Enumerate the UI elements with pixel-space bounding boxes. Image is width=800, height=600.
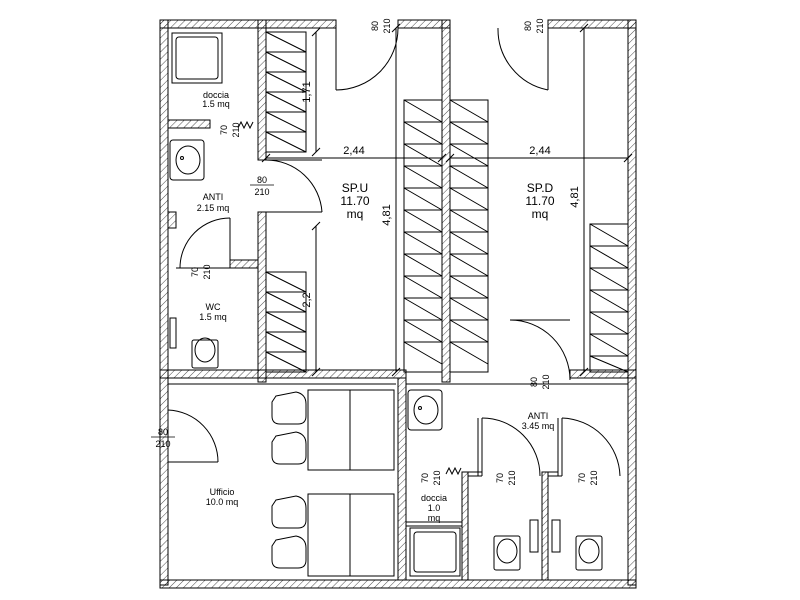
dim-spd-height: 4,81 — [569, 186, 581, 207]
door-label-height: 210 — [382, 18, 392, 33]
room-area-spu: 11.70 — [340, 194, 369, 208]
door-label-width: 80 — [529, 377, 539, 387]
room-area-spd: 11.70 — [525, 194, 554, 208]
door-label-height: 210 — [589, 470, 599, 485]
room-unit-doccia-bottom: mq — [428, 513, 441, 523]
shower-tray-bottom — [409, 527, 461, 577]
partitions — [168, 267, 629, 527]
dim-spd-width: 2,44 — [529, 145, 550, 157]
door-label-height: 210 — [231, 122, 241, 137]
door-label-height: 210 — [541, 374, 551, 389]
room-area-doccia-bottom: 1.0 — [428, 503, 441, 513]
door-label-width: 80 — [370, 21, 380, 31]
door-label-width: 80 — [523, 21, 533, 31]
door-label-height: 210 — [535, 18, 545, 33]
door-label-height: 210 — [155, 439, 170, 449]
door-label-width: 70 — [577, 473, 587, 483]
door-labels: 80 210 80 210 70 210 80 210 70 210 80 21… — [151, 18, 599, 486]
room-name-doccia-top: doccia — [203, 90, 229, 100]
room-area-ufficio: 10.0 mq — [206, 497, 239, 507]
sink-left — [169, 139, 205, 181]
door-label-width: 70 — [495, 473, 505, 483]
room-name-spd: SP.D — [527, 181, 554, 195]
desk-2 — [307, 493, 395, 577]
room-area-doccia-top: 1.5 mq — [202, 99, 230, 109]
dim-locker-top: 1,71 — [301, 81, 313, 102]
lockers — [265, 31, 629, 373]
room-name-ufficio: Ufficio — [210, 487, 235, 497]
door-label-height: 210 — [432, 470, 442, 485]
room-name-doccia-bottom: doccia — [421, 493, 447, 503]
toilet-right-2 — [575, 535, 603, 571]
dim-locker-bottom: 2,2 — [301, 292, 313, 307]
toilet-wc — [191, 339, 219, 369]
door-label-height: 210 — [202, 264, 212, 279]
door-label-width: 70 — [190, 267, 200, 277]
room-unit-spd: mq — [532, 207, 549, 221]
dimension-lines — [261, 23, 633, 377]
door-label-width: 80 — [257, 175, 267, 185]
dim-spu-width: 2,44 — [343, 145, 364, 157]
room-area-anti-left: 2.15 mq — [197, 203, 230, 213]
door-label-height: 210 — [254, 187, 269, 197]
room-area-wc: 1.5 mq — [199, 312, 227, 322]
door-label-width: 70 — [420, 473, 430, 483]
desk-1 — [307, 389, 395, 471]
room-labels: doccia 1.5 mq ANTI 2.15 mq WC 1.5 mq SP.… — [197, 90, 555, 523]
dimension-labels: 2,44 2,44 4,81 4,81 1,71 2,2 — [301, 81, 581, 307]
room-name-anti-left: ANTI — [203, 192, 224, 202]
room-area-anti-right: 3.45 mq — [522, 421, 555, 431]
office-furniture — [271, 389, 395, 577]
room-name-spu: SP.U — [342, 181, 368, 195]
room-name-wc: WC — [206, 302, 221, 312]
dim-spu-height: 4,81 — [381, 204, 393, 225]
shower-tray-top — [171, 32, 223, 84]
fixtures — [169, 32, 603, 577]
room-unit-spu: mq — [347, 207, 364, 221]
door-label-width: 80 — [158, 427, 168, 437]
door-label-height: 210 — [507, 470, 517, 485]
sink-right — [407, 389, 443, 431]
door-swings — [167, 27, 621, 477]
toilet-right-1 — [493, 535, 521, 571]
door-label-width: 70 — [219, 125, 229, 135]
room-name-anti-right: ANTI — [528, 411, 549, 421]
